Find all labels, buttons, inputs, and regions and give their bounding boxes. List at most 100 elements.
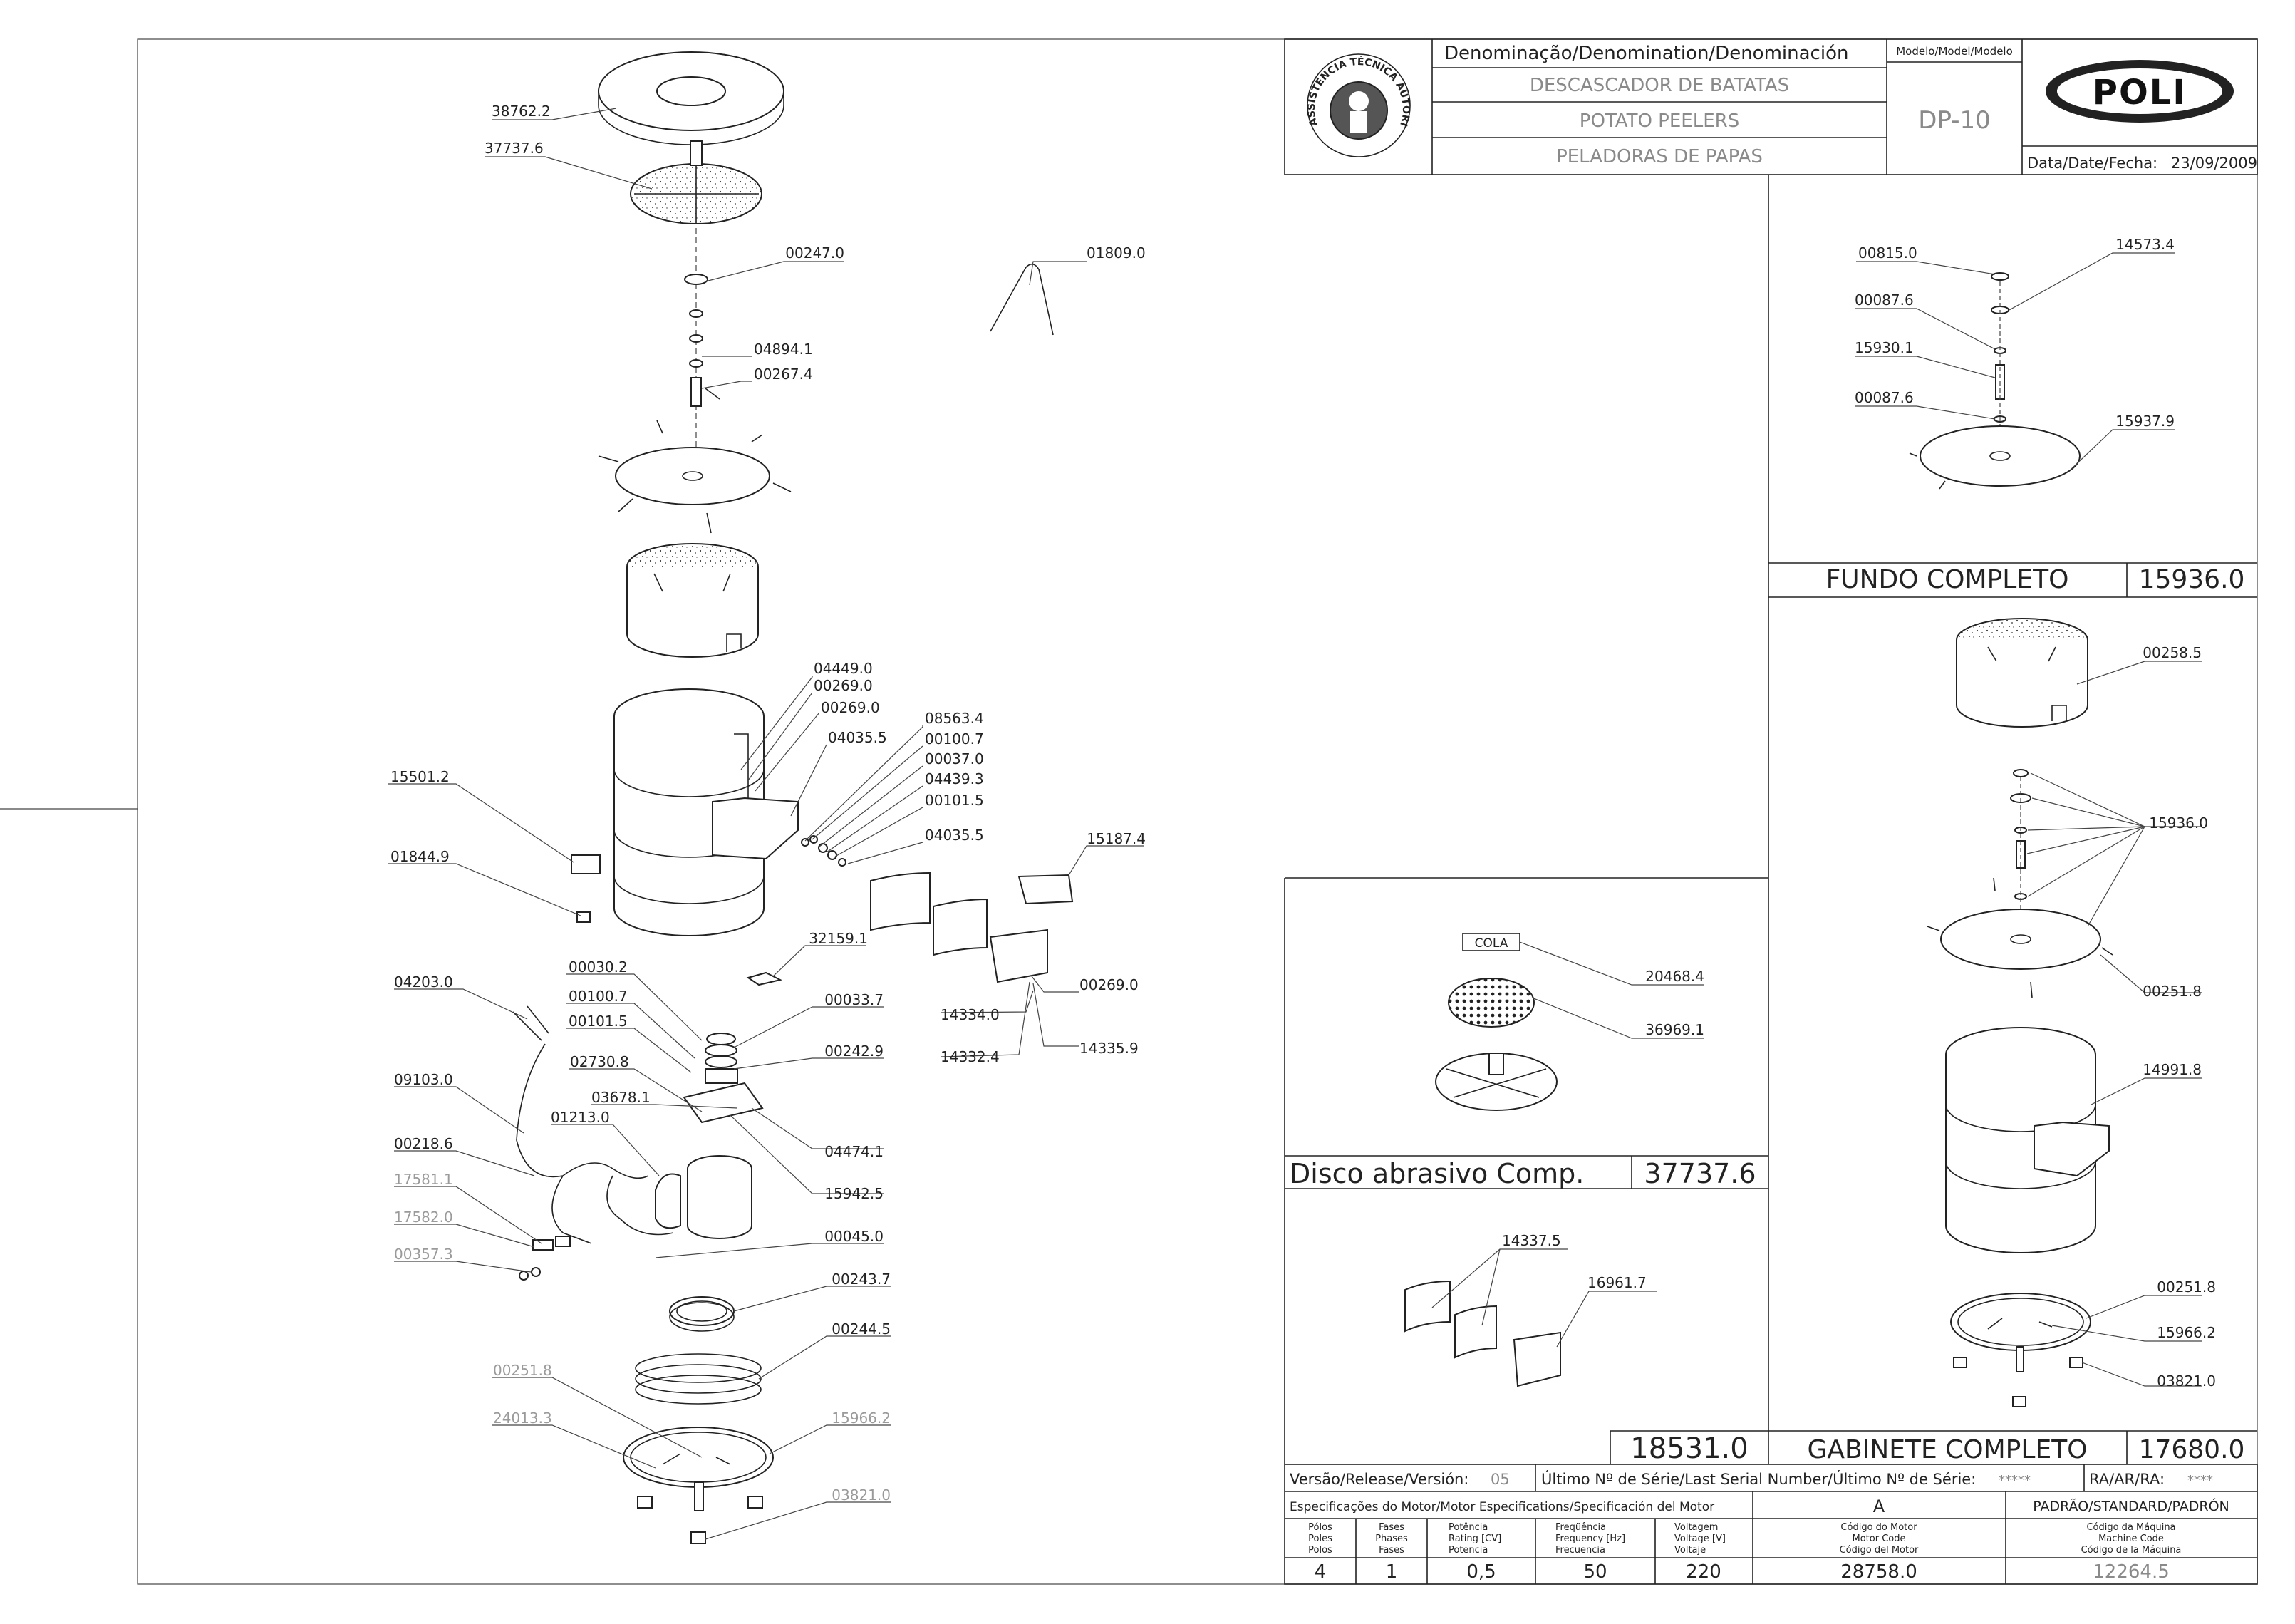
serial-label: Último Nº de Série/Last Serial Number/Úl…	[1541, 1470, 1976, 1488]
label-37737-6: 37737.6	[485, 140, 544, 157]
label-00247-0: 00247.0	[785, 244, 844, 262]
svg-text:Potência: Potência	[1449, 1522, 1488, 1533]
footer-table: Versão/Release/Versión: 05 Último Nº de …	[1284, 1464, 2258, 1585]
panel-kit-18531: 14337.5 16961.7	[1404, 1232, 1657, 1387]
frequency-value: 50	[1583, 1561, 1607, 1583]
gab-label-00258-5: 00258.5	[2143, 644, 2202, 661]
leader-lines	[388, 108, 1144, 1540]
svg-text:Freqüência: Freqüência	[1555, 1522, 1606, 1533]
label-00100-7-b: 00100.7	[569, 988, 628, 1005]
label-00045-0: 00045.0	[824, 1228, 884, 1245]
fundo-label-15937-9: 15937.9	[2115, 413, 2175, 430]
label-00244-5: 00244.5	[832, 1320, 891, 1338]
cabinet-part	[571, 688, 799, 936]
main-exploded-view: 38762.2 37737.6 00247.0 01809.0 04894.1 …	[388, 51, 1146, 1544]
name-portuguese: DESCASCADOR DE BATATAS	[1530, 75, 1789, 96]
label-00357-3: 00357.3	[394, 1246, 453, 1263]
gab-label-00251-8-b: 00251.8	[2157, 1278, 2216, 1295]
gab-label-03821-0: 03821.0	[2157, 1372, 2216, 1390]
poles-value: 4	[1315, 1561, 1327, 1583]
label-00269-0-c: 00269.0	[1079, 976, 1139, 993]
label-00267-4: 00267.4	[754, 366, 813, 383]
label-00037-0: 00037.0	[925, 750, 984, 767]
label-03821-0: 03821.0	[832, 1486, 891, 1504]
label-15501-2: 15501.2	[390, 768, 450, 785]
svg-text:Voltage [V]: Voltage [V]	[1674, 1534, 1726, 1544]
svg-text:17680.0: 17680.0	[2139, 1435, 2245, 1464]
motor-spec-label: Especificações do Motor/Motor Especifica…	[1290, 1500, 1714, 1514]
name-spanish: PELADORAS DE PAPAS	[1556, 146, 1763, 167]
disco-abrasivo-panel: COLA 20468.4 36969.1	[1435, 933, 1704, 1111]
label-08563-4: 08563.4	[925, 710, 984, 727]
gabinete-completo-panel: 00258.5 15936.0 00251.8 14991.8 00251.8 …	[1927, 618, 2216, 1407]
fundo-completo-panel: 00815.0 14573.4 00087.6 15930.1 00087.6 …	[1855, 236, 2175, 490]
gab-label-00251-8: 00251.8	[2143, 983, 2202, 1000]
serial-value: *****	[1999, 1473, 2031, 1488]
model-value: DP-10	[1918, 106, 1990, 135]
svg-text:Rating [CV]: Rating [CV]	[1449, 1534, 1501, 1544]
label-04894-1: 04894.1	[754, 341, 813, 358]
label-14335-9: 14335.9	[1079, 1040, 1139, 1057]
label-24013-3: 24013.3	[493, 1410, 552, 1427]
svg-text:GABINETE COMPLETO: GABINETE COMPLETO	[1807, 1435, 2087, 1464]
label-17582-0: 17582.0	[394, 1209, 453, 1226]
power-value: 0,5	[1466, 1561, 1496, 1583]
label-01844-9: 01844.9	[390, 848, 450, 865]
version-label: Versão/Release/Versión:	[1290, 1471, 1468, 1488]
col-a: A	[1873, 1496, 1885, 1516]
label-00218-6: 00218.6	[394, 1135, 453, 1152]
svg-text:Frequency [Hz]: Frequency [Hz]	[1555, 1534, 1625, 1544]
fundo-label-00087-6-a: 00087.6	[1855, 291, 1914, 309]
label-04449-0: 04449.0	[814, 660, 873, 677]
label-00269-0-a: 00269.0	[814, 677, 873, 694]
label-04035-5-a: 04035.5	[828, 729, 887, 746]
kit-label-16961-7: 16961.7	[1587, 1274, 1647, 1291]
version-value: 05	[1491, 1471, 1510, 1488]
denomination-label: Denominação/Denomination/Denominación	[1444, 43, 1848, 64]
phases-value: 1	[1386, 1561, 1398, 1583]
fundo-label-15930-1: 15930.1	[1855, 339, 1914, 356]
svg-text:Fases: Fases	[1379, 1545, 1404, 1556]
sheet-border	[137, 38, 2258, 1585]
svg-text:37737.6: 37737.6	[1644, 1158, 1756, 1189]
svg-text:Código do Motor: Código do Motor	[1840, 1522, 1917, 1533]
label-00030-2: 00030.2	[569, 958, 628, 976]
cola-label: COLA	[1475, 936, 1508, 951]
label-14334-0: 14334.0	[941, 1006, 1000, 1023]
motor-headers: Pólos Poles Polos Fases Phases Fases Pot…	[1308, 1522, 2181, 1556]
svg-text:18531.0: 18531.0	[1630, 1432, 1748, 1465]
codes-row: 18531.0 GABINETE COMPLETO 17680.0	[1610, 1430, 2257, 1465]
shaft-stack-part	[684, 228, 720, 456]
label-00101-5-a: 00101.5	[925, 792, 984, 809]
title-block: ASSISTÊNCIA TÉCNICA AUTORIZADA Denominaç…	[0, 0, 2258, 175]
svg-text:POLI: POLI	[2093, 73, 2187, 113]
svg-text:Pólos: Pólos	[1308, 1522, 1332, 1533]
label-04035-5-b: 04035.5	[925, 827, 984, 844]
model-label: Modelo/Model/Modelo	[1896, 45, 2013, 58]
fundo-label-00815-0: 00815.0	[1858, 244, 1917, 262]
disco-label-36969-1: 36969.1	[1645, 1021, 1704, 1038]
disco-abrasivo-title: Disco abrasivo Comp. 37737.6	[1285, 1155, 1768, 1189]
label-00101-5-b: 00101.5	[569, 1013, 628, 1030]
name-english: POTATO PEELERS	[1580, 110, 1739, 132]
svg-text:Fases: Fases	[1379, 1522, 1404, 1533]
label-17581-1: 17581.1	[394, 1171, 453, 1188]
disco-label-20468-4: 20468.4	[1645, 968, 1704, 985]
svg-text:Voltagem: Voltagem	[1674, 1522, 1718, 1533]
bottom-plate-part	[598, 420, 792, 534]
label-15942-5: 15942.5	[824, 1185, 884, 1202]
label-04439-3: 04439.3	[925, 770, 984, 787]
side-fasteners	[801, 835, 846, 867]
motor-part	[655, 1033, 764, 1239]
label-38762-2: 38762.2	[492, 103, 551, 120]
svg-text:Código del Motor: Código del Motor	[1840, 1545, 1919, 1556]
svg-text:Disco abrasivo Comp.: Disco abrasivo Comp.	[1290, 1158, 1584, 1189]
kit-label-14337-5: 14337.5	[1502, 1232, 1561, 1249]
label-15966-2: 15966.2	[832, 1410, 891, 1427]
lid-ring-part	[598, 51, 784, 145]
machine-code-value: 12264.5	[2093, 1561, 2170, 1583]
svg-text:Phases: Phases	[1375, 1534, 1408, 1544]
standard-label: PADRÃO/STANDARD/PADRÓN	[2033, 1497, 2229, 1514]
ra-label: RA/AR/RA:	[2089, 1471, 2165, 1488]
